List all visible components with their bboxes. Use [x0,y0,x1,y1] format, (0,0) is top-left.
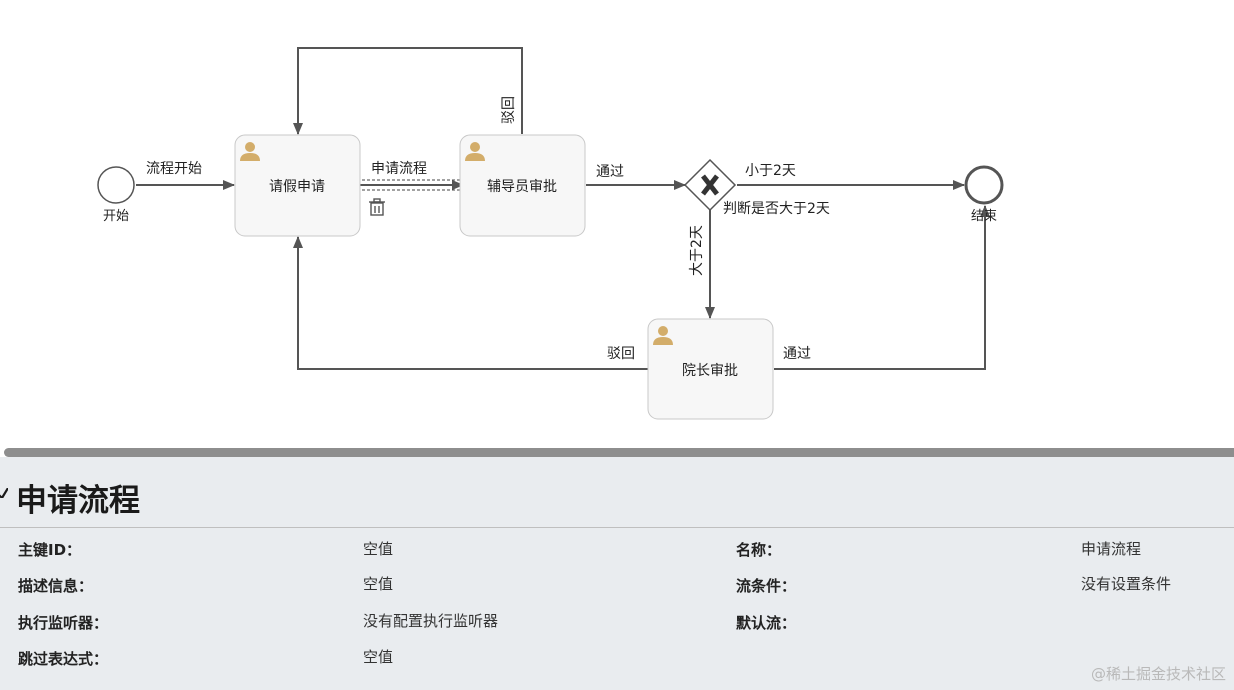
task-label: 请假申请 [269,179,325,195]
flow-counselor-reject[interactable] [293,47,523,135]
properties-panel-title: 申请流程 [16,483,140,519]
exclusive-gateway[interactable] [683,158,737,212]
properties-panel-header: 申请流程 [0,457,1234,528]
end-event-label: 结束 [971,209,997,224]
trash-icon[interactable] [369,198,385,216]
prop-label-default-flow: 默认流： [736,614,797,632]
task-label: 辅导员审批 [487,179,557,195]
flow-label-start: 流程开始 [146,161,202,177]
start-event-label: 开始 [103,209,129,224]
user-icon [240,142,260,161]
prop-label-description: 描述信息： [18,577,94,595]
prop-value-description[interactable]: 空值 [363,575,394,593]
collapse-arrow-icon[interactable] [0,488,8,498]
process-diagram-canvas[interactable]: 开始 结束 请假申请 辅导员审批 [0,0,1234,448]
flow-label-dean-reject: 驳回 [607,346,635,362]
prop-value-skip-expression[interactable]: 空值 [363,648,394,666]
user-icon [653,326,673,345]
prop-value-name[interactable]: 申请流程 [1081,540,1142,558]
start-event[interactable] [97,166,135,204]
flow-label-counselor-reject: 驳回 [501,96,517,124]
x-mark-icon [701,174,719,196]
prop-label-skip-expression: 跳过表达式： [18,650,109,668]
flow-label-gateway-less: 小于2天 [745,163,796,179]
task-label: 院长审批 [682,363,738,379]
prop-label-execution-listener: 执行监听器： [18,614,109,632]
flow-dean-reject[interactable] [293,236,648,370]
gateway-label: 判断是否大于2天 [723,201,830,217]
flow-label-request: 申请流程 [371,161,427,177]
panel-resize-handle[interactable] [4,448,1234,457]
prop-label-id: 主键ID： [18,541,82,559]
end-event[interactable] [964,165,1004,205]
user-icon [465,142,485,161]
prop-label-name: 名称： [736,541,782,559]
task-dean-approval[interactable]: 院长审批 [647,318,774,420]
flow-label-counselor-pass: 通过 [596,164,624,180]
properties-panel: 申请流程 主键ID： 空值 名称： 申请流程 描述信息： 空值 流条件： 没有设… [0,457,1234,690]
flow-dean-to-end[interactable] [774,205,990,370]
task-leave-request[interactable]: 请假申请 [234,134,361,237]
task-counselor-approval[interactable]: 辅导员审批 [459,134,586,237]
prop-value-id[interactable]: 空值 [363,540,394,558]
prop-value-execution-listener[interactable]: 没有配置执行监听器 [363,612,499,630]
flow-label-gateway-more: 大于2天 [689,225,705,276]
prop-value-condition[interactable]: 没有设置条件 [1081,575,1172,593]
flow-label-dean-pass: 通过 [783,346,811,362]
bpmn-diagram: 开始 结束 请假申请 辅导员审批 [97,47,1004,420]
prop-label-condition: 流条件： [736,577,797,595]
watermark: @稀土掘金技术社区 [1090,665,1226,683]
